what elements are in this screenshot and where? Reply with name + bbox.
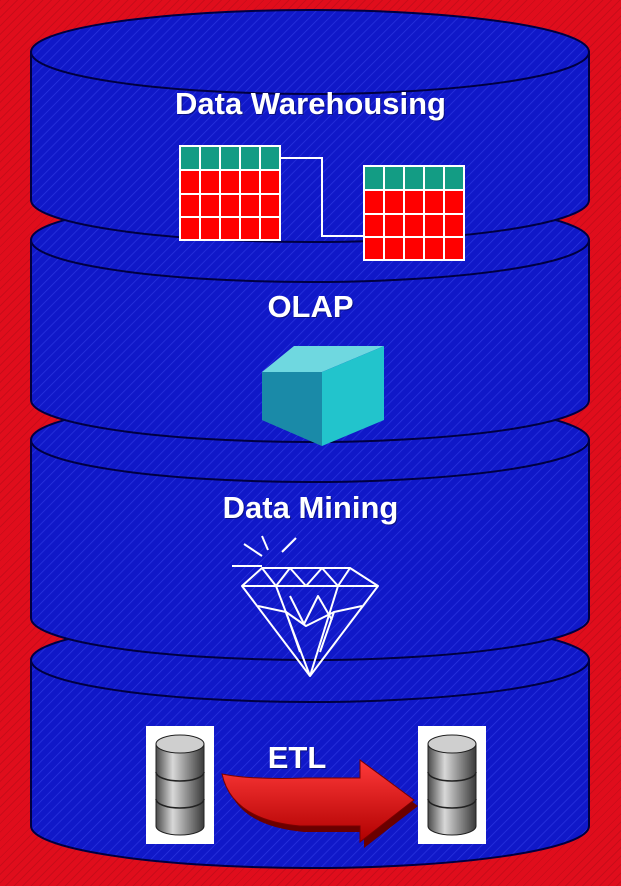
- table-link-connector: [280, 157, 364, 237]
- diamond-icon: [232, 535, 379, 677]
- layer-label-etl: ETL: [267, 740, 327, 775]
- layer-label-data-warehousing: Data Warehousing: [175, 86, 446, 121]
- cube-icon: [262, 346, 384, 446]
- cylinder-layer-data-warehousing: [30, 9, 590, 243]
- table-icon: [363, 165, 465, 261]
- layer-label-olap: OLAP: [267, 289, 354, 324]
- database-icon: [146, 726, 214, 844]
- layer-label-data-mining: Data Mining: [222, 490, 399, 525]
- table-icon: [179, 145, 281, 241]
- arrow-icon: [221, 759, 418, 848]
- database-icon: [418, 726, 486, 844]
